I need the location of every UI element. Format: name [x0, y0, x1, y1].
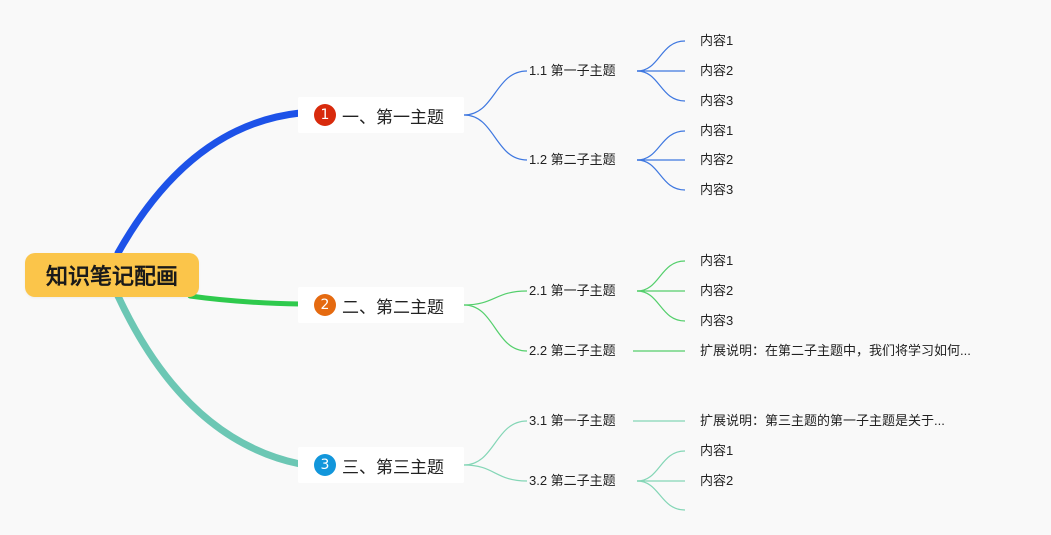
leaf-1-1-3[interactable]: 内容3: [700, 93, 734, 108]
number-badge-3-icon: 3: [314, 454, 336, 476]
subtopic-3-1[interactable]: 3.1 第一子主题: [529, 413, 616, 428]
topic-3-connectors: [463, 420, 686, 511]
leaf-1-2-2[interactable]: 内容2: [700, 152, 734, 167]
main-topic-3[interactable]: 3 三、第三主题: [298, 447, 464, 483]
leaf-3-2-1[interactable]: 内容1: [700, 443, 734, 458]
subtopic-2-2[interactable]: 2.2 第二子主题: [529, 343, 616, 358]
leaf-2-1-3[interactable]: 内容3: [700, 313, 734, 328]
main-topic-2-label: 二、第二主题: [342, 297, 444, 318]
root-topic-label: 知识笔记配画: [45, 265, 178, 290]
number-badge-1-icon: 1: [314, 104, 336, 126]
subtopic-1-1[interactable]: 1.1 第一子主题: [529, 63, 616, 78]
main-topic-1[interactable]: 1 一、第一主题: [298, 97, 464, 133]
leaf-1-2-1[interactable]: 内容1: [700, 123, 734, 138]
main-topic-1-label: 一、第一主题: [342, 107, 444, 128]
branch-line-1: [114, 109, 304, 257]
main-topic-3-label: 三、第三主题: [342, 457, 444, 478]
subtopic-1-2[interactable]: 1.2 第二子主题: [529, 152, 616, 167]
branch-line-3: [114, 292, 304, 468]
main-topic-2[interactable]: 2 二、第二主题: [298, 287, 464, 323]
leaf-2-1-2[interactable]: 内容2: [700, 283, 734, 298]
topic-2-connectors: [463, 260, 686, 352]
leaf-1-2-3[interactable]: 内容3: [700, 182, 734, 197]
number-badge-2-icon: 2: [314, 294, 336, 316]
leaf-1-1-2[interactable]: 内容2: [700, 63, 734, 78]
leaf-3-2-2[interactable]: 内容2: [700, 473, 734, 488]
subtopic-2-1[interactable]: 2.1 第一子主题: [529, 283, 616, 298]
leaf-2-2-1[interactable]: 扩展说明：在第二子主题中，我们将学习如何...: [700, 343, 971, 358]
root-topic[interactable]: 知识笔记配画: [25, 253, 199, 297]
leaf-1-1-1[interactable]: 内容1: [700, 33, 734, 48]
leaf-2-1-1[interactable]: 内容1: [700, 253, 734, 268]
subtopic-3-2[interactable]: 3.2 第二子主题: [529, 473, 616, 488]
topic-1-connectors: [463, 40, 686, 191]
leaf-3-1-1[interactable]: 扩展说明：第三主题的第一子主题是关于...: [700, 413, 945, 428]
branch-line-2: [187, 293, 303, 307]
